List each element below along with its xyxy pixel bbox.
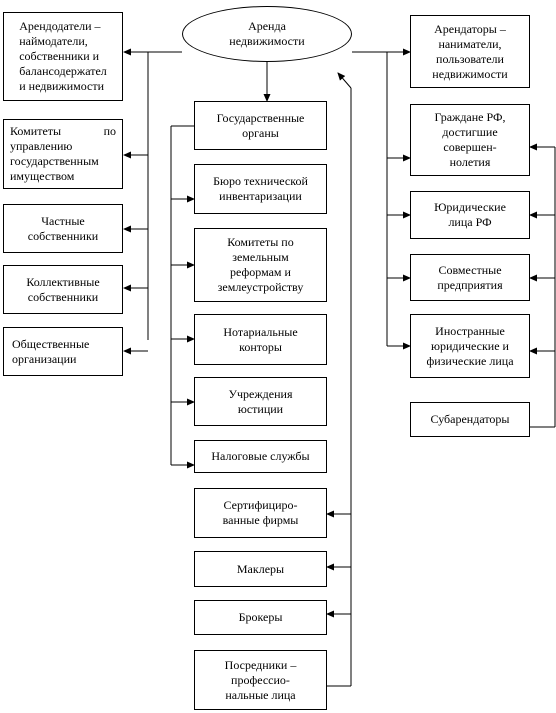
box-intermediaries: Посредники – профессио- нальные лица <box>194 650 327 710</box>
box-bti: Бюро технической инвентаризации <box>194 164 327 214</box>
box-agents: Маклеры <box>194 551 327 587</box>
box-label: Государственные органы <box>216 110 305 140</box>
box-label: Сертифициро- ванные фирмы <box>222 498 299 527</box>
box-label: Бюро технической инвентаризации <box>213 174 308 203</box>
box-label: Комитеты по земельным реформам и землеус… <box>217 235 304 294</box>
box-tenants: Арендаторы – наниматели, пользователи не… <box>410 15 530 88</box>
box-private-owners: Частные собственники <box>3 204 123 253</box>
box-label: Общественные организации <box>12 336 90 366</box>
box-landlords: Арендодатели – наймодатели, собственники… <box>3 12 123 101</box>
center-node: Аренда недвижимости <box>182 6 352 62</box>
box-state-organs: Государственные органы <box>194 101 327 150</box>
box-label: Комитеты по управлению государственным и… <box>10 124 116 183</box>
box-property-committees: Комитеты по управлению государственным и… <box>3 119 123 189</box>
box-label: Маклеры <box>236 561 285 576</box>
box-foreign-persons: Иностранные юридические и физические лиц… <box>410 314 530 378</box>
box-label: Брокеры <box>238 610 283 624</box>
box-collective-owners: Коллективные собственники <box>3 265 123 314</box>
box-label: Арендодатели – наймодатели, собственники… <box>19 19 107 93</box>
center-label: Аренда недвижимости <box>229 19 305 48</box>
box-label: Посредники – профессио- нальные лица <box>224 657 297 702</box>
box-public-organizations: Общественные организации <box>3 327 123 376</box>
box-label: Коллективные собственники <box>26 274 100 304</box>
box-tax-services: Налоговые службы <box>194 440 327 473</box>
box-joint-ventures: Совместные предприятия <box>410 254 530 301</box>
box-label: Налоговые службы <box>211 449 310 463</box>
box-brokers: Брокеры <box>194 600 327 635</box>
box-notary-offices: Нотариальные конторы <box>194 314 327 365</box>
box-label: Субарендаторы <box>430 412 510 426</box>
box-label: Частные собственники <box>27 213 99 243</box>
box-label: Арендаторы – наниматели, пользователи не… <box>432 21 508 81</box>
box-land-committees: Комитеты по земельным реформам и землеус… <box>194 228 327 302</box>
box-label: Граждане РФ, достигшие совершен- нолетия <box>434 110 506 169</box>
box-citizens: Граждане РФ, достигшие совершен- нолетия <box>410 104 530 176</box>
box-certified-firms: Сертифициро- ванные фирмы <box>194 488 327 538</box>
box-label: Нотариальные конторы <box>223 324 298 354</box>
box-justice-institutions: Учреждения юстиции <box>194 377 327 426</box>
box-label: Совместные предприятия <box>437 262 503 292</box>
box-legal-entities: Юридические лица РФ <box>410 191 530 239</box>
box-subtenants: Субарендаторы <box>410 402 530 437</box>
box-label: Учреждения юстиции <box>228 386 293 416</box>
box-label: Иностранные юридические и физические лиц… <box>426 323 514 368</box>
box-label: Юридические лица РФ <box>434 200 506 229</box>
